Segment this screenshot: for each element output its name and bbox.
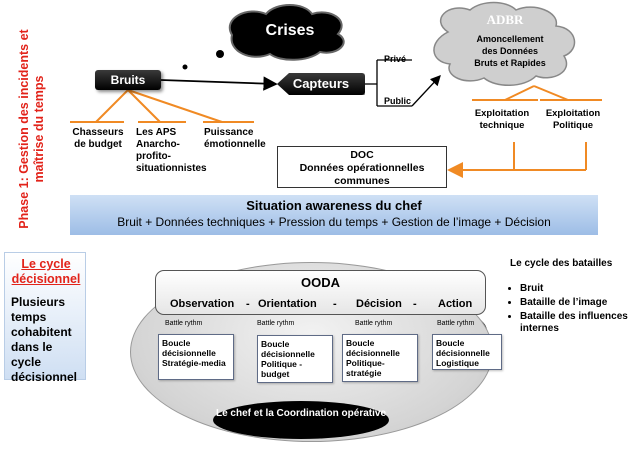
boucle-politique-strategie: Boucle décisionnelle Politique-stratégie (342, 334, 418, 382)
ooda-separator-1: - (246, 298, 250, 310)
capteurs-public: Public (384, 96, 412, 106)
exploitation-technique: Exploitation technique (474, 108, 530, 131)
capteurs-prive: Privé (384, 54, 407, 64)
ooda-title: OODA (301, 275, 340, 290)
crises-cloud (228, 4, 345, 61)
ooda-frame (155, 270, 486, 315)
bruits-box: Bruits (95, 70, 161, 90)
doc-box: DOC Données opérationnelles communes (277, 146, 447, 188)
adbr-cloud (433, 1, 576, 86)
adbr-line-3: Bruts et Rapides (474, 58, 546, 68)
ooda-separator-3: - (413, 298, 417, 310)
ooda-separator-2: - (333, 298, 337, 310)
adbr-branches (447, 85, 602, 178)
bruits-child-aps: Les APS Anarcho-profito-situationnistes (136, 127, 207, 174)
ooda-phase-observation: Observation (170, 298, 235, 310)
bruits-child-puissance: Puissance émotionnelle (204, 127, 266, 150)
arrow-bruits-capteurs (160, 76, 278, 91)
adbr-title: ADBR (486, 12, 524, 27)
doc-subtitle: Données opérationnelles communes (299, 162, 425, 187)
phase-title: Phase 1: Gestion des incidents et maîtri… (17, 29, 46, 229)
adbr-line-1: Amoncellement (476, 34, 544, 44)
thought-bubble-small (182, 64, 188, 70)
capteurs-box: Capteurs (277, 73, 365, 95)
situation-subtitle: Bruit + Données techniques + Pression du… (117, 215, 551, 229)
bruits-branches (70, 89, 254, 123)
battle-rythm-4: Battle rythm (437, 320, 475, 327)
situation-awareness-banner: Situation awareness du chef Bruit + Donn… (70, 195, 598, 235)
capteurs-bracket (365, 59, 441, 107)
batailles-item-bruit: Bruit (520, 283, 638, 295)
battle-rythm-2: Battle rythm (257, 320, 295, 327)
bruits-child-chasseurs: Chasseurs de budget (72, 127, 124, 150)
cycle-decisionnel-title: Le cycle décisionnel (11, 257, 81, 286)
battle-rythm-1: Battle rythm (165, 320, 203, 327)
batailles-item-influences: Bataille des influences internes (520, 311, 638, 335)
exploitation-politique: Exploitation Politique (545, 108, 601, 131)
battle-rythm-3: Battle rythm (355, 320, 393, 327)
adbr-line-2: des Données (481, 46, 539, 56)
ooda-phase-decision: Décision (356, 298, 402, 310)
batailles-item-image: Bataille de l’image (520, 297, 638, 309)
boucle-logistique: Boucle décisionnelle Logistique (432, 334, 502, 370)
batailles-list: Bruit Bataille de l’image Bataille des i… (508, 283, 638, 337)
boucle-politique-budget: Boucle décisionnelle Politique - budget (257, 335, 333, 383)
thought-bubble-large (216, 50, 224, 58)
cycle-decisionnel-text: Plusieurs temps cohabitent dans le cycle… (11, 295, 78, 384)
ooda-phase-orientation: Orientation (258, 298, 317, 310)
doc-title: DOC (350, 149, 374, 161)
chef-coordination-badge: Le chef et la Coordination opérative (213, 401, 389, 439)
ooda-phase-action: Action (438, 298, 473, 310)
batailles-title: Le cycle des batailles (510, 258, 613, 269)
boucle-strategie-media: Boucle décisionnelle Stratégie-media (158, 334, 234, 380)
cycle-decisionnel-box: Le cycle décisionnel Plusieurs temps coh… (4, 252, 86, 384)
situation-title: Situation awareness du chef (246, 198, 422, 213)
crises-label: Crises (265, 22, 315, 39)
